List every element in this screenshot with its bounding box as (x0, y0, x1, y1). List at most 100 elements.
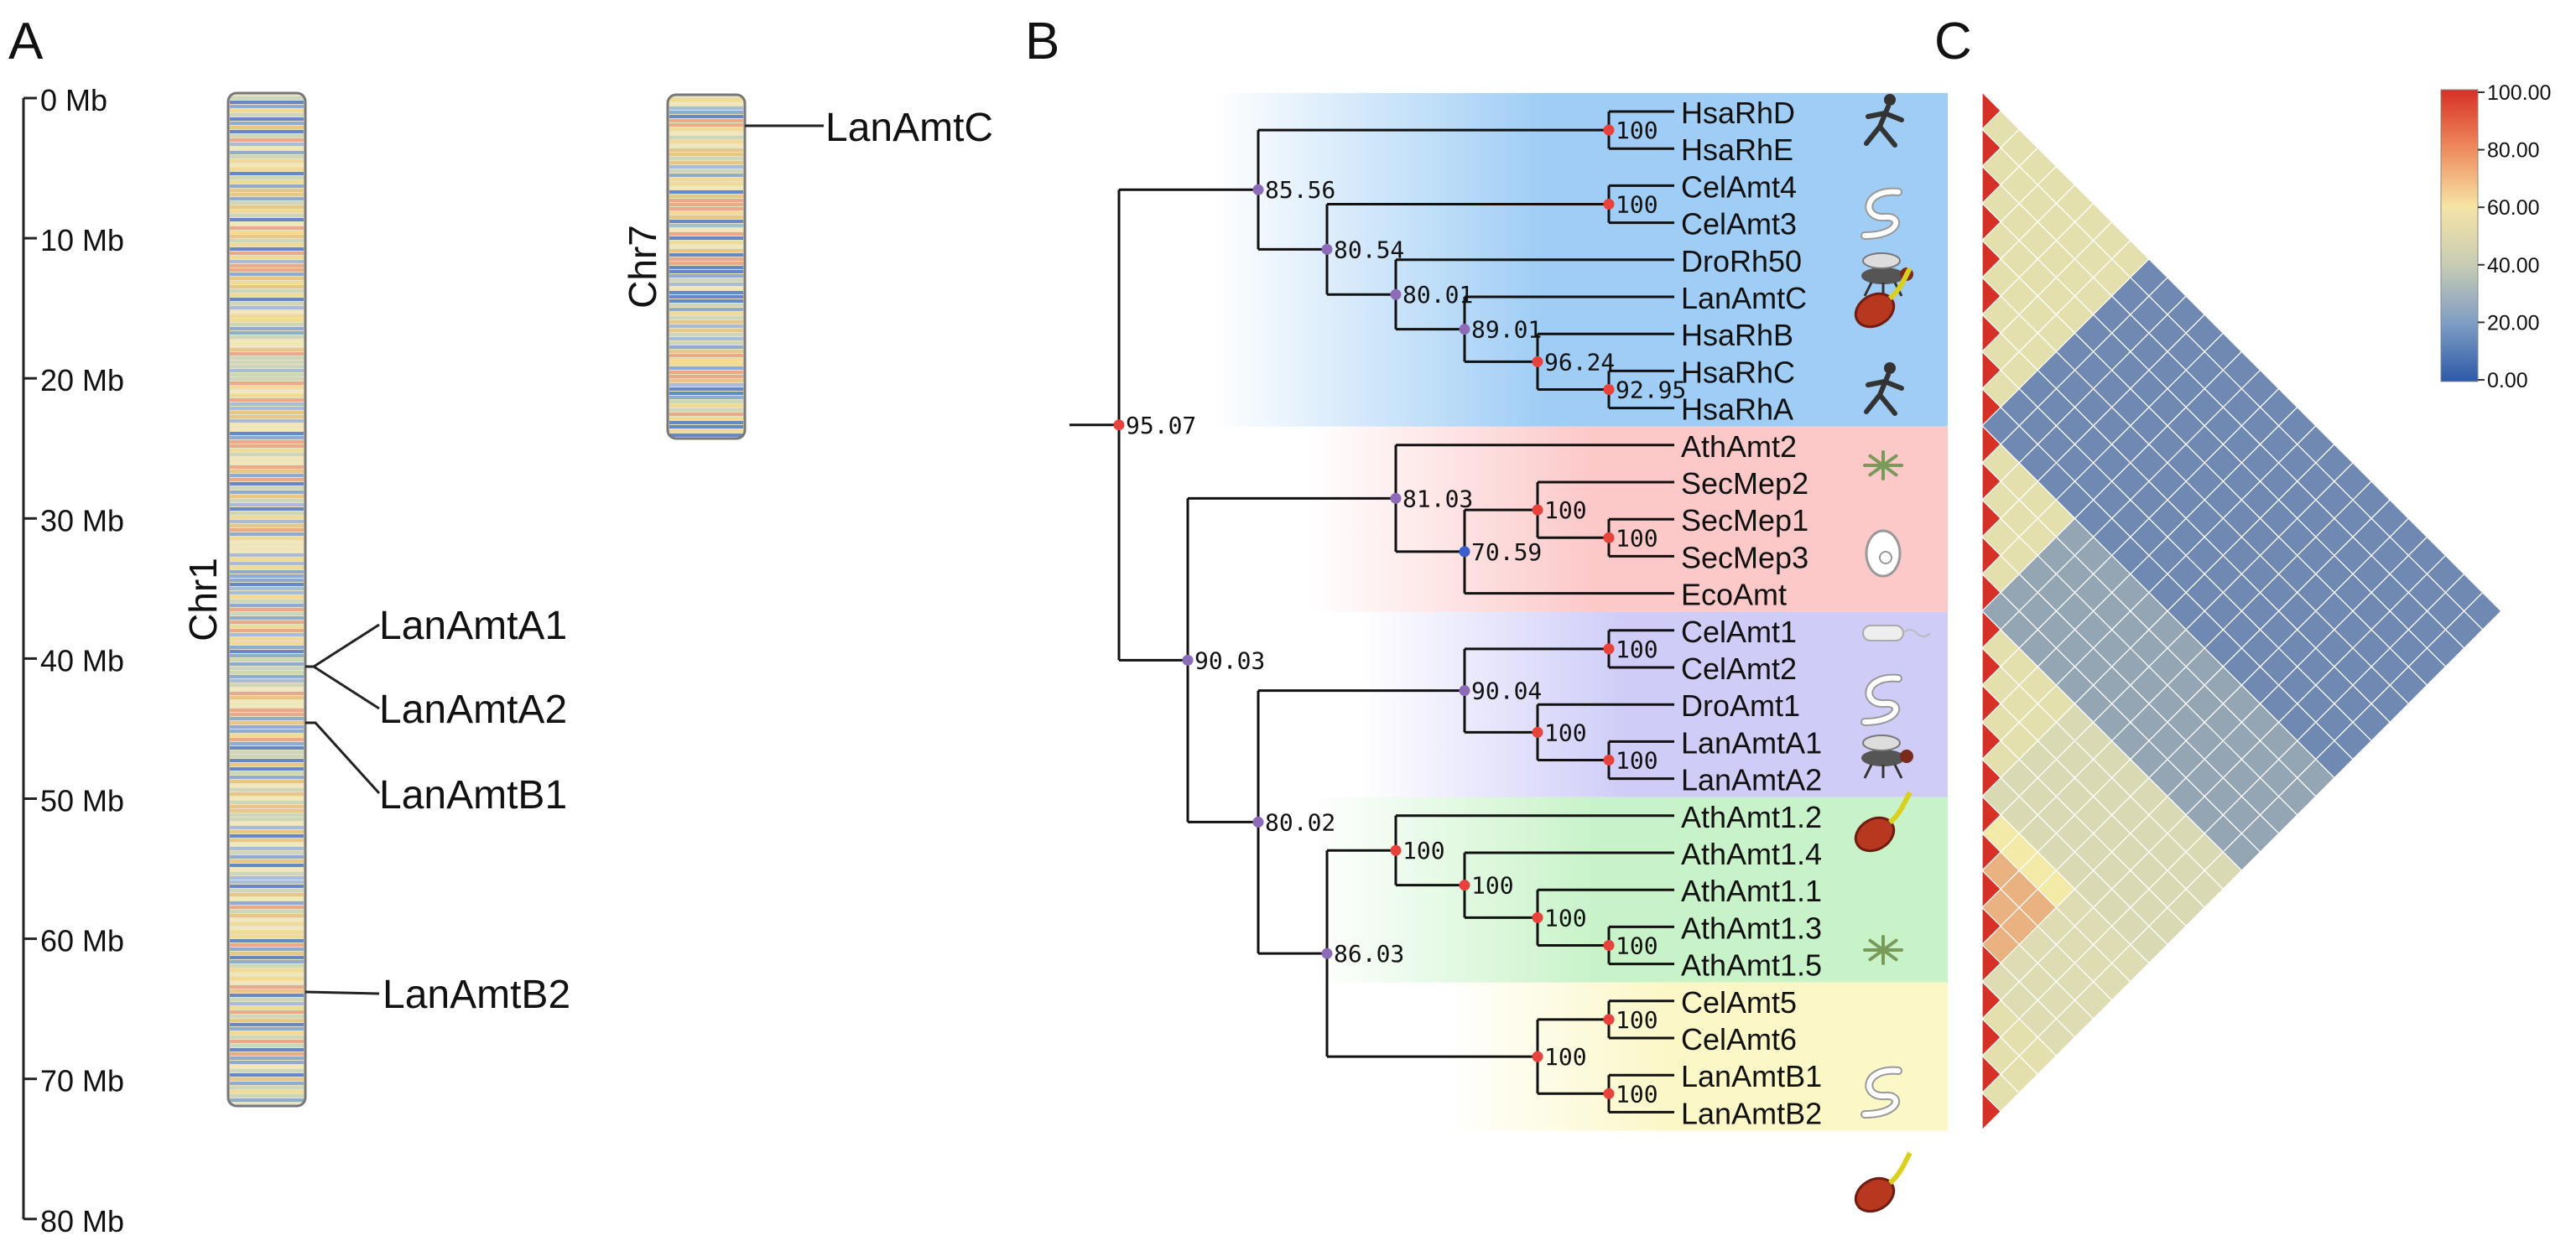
chromosome-band (230, 499, 304, 502)
chromosome-band (230, 214, 304, 217)
bootstrap-label: 89.01 (1471, 316, 1542, 344)
chromosome-band (669, 203, 743, 206)
chromosome-band (230, 612, 304, 615)
tree-node (1603, 1014, 1615, 1025)
chromosome-band (230, 822, 304, 825)
chromosome-band (230, 918, 304, 922)
chromosome-band (230, 478, 304, 481)
chromosome-band (230, 838, 304, 842)
chromosome-band (230, 256, 304, 259)
organism-icons (1854, 94, 1931, 1213)
chromosome-chr1: Chr1 (181, 91, 307, 1108)
chromosome-band (669, 144, 743, 148)
chromosome-band (230, 713, 304, 716)
chromosome-band (230, 457, 304, 460)
chromosome-band (230, 314, 304, 318)
chromosome-band (230, 1052, 304, 1056)
chromosome-band (230, 755, 304, 758)
chromosome-band (230, 826, 304, 829)
chromosome-band (230, 981, 304, 984)
chromosome-band (669, 266, 743, 269)
chromosome-band (669, 362, 743, 366)
bootstrap-label: 100 (1616, 1006, 1658, 1034)
chromosome-band (230, 348, 304, 351)
leaf-label: CelAmt4 (1681, 169, 1797, 204)
chromosome-band (230, 801, 304, 804)
tree-node (1603, 643, 1615, 655)
chromosome-band (230, 176, 304, 179)
human-icon (1864, 362, 1904, 416)
color-legend-bar (2440, 89, 2479, 382)
chromosome-band (669, 316, 743, 319)
chromosome-band (669, 434, 743, 437)
leaf-label: LanAmtA2 (1681, 763, 1822, 797)
chromosome-band (230, 252, 304, 255)
chr1-bands (228, 93, 305, 1106)
chromosome-band (230, 574, 304, 578)
chromosome-band (230, 864, 304, 867)
chromosome-band (230, 344, 304, 347)
chromosome-band (230, 700, 304, 703)
chromosome-band (669, 215, 743, 219)
chromosome-band (230, 134, 304, 138)
chromosome-band (230, 1015, 304, 1018)
chromosome-band (669, 333, 743, 336)
chromosome-band (230, 637, 304, 641)
legend-tick-label: 60.00 (2487, 196, 2540, 220)
chromosome-band (230, 545, 304, 548)
chromosome-band (669, 299, 743, 303)
chromosome-band (230, 750, 304, 754)
chromosome-band (230, 432, 304, 435)
chromosome-band (230, 780, 304, 783)
chromosome-band (230, 973, 304, 976)
chromosome-band (230, 906, 304, 909)
chromosome-band (669, 140, 743, 143)
bootstrap-label: 95.07 (1126, 412, 1196, 439)
chromosome-band (669, 102, 743, 106)
chromosome-band (230, 650, 304, 653)
chromosome-band (230, 168, 304, 171)
bootstrap-label: 100 (1616, 524, 1658, 552)
chromosome-band (669, 161, 743, 164)
chromosome-band (230, 277, 304, 280)
panel-label-b: B (1025, 13, 1059, 70)
axis-tick-label: 40 Mb (40, 643, 124, 678)
legend-tick-label: 20.00 (2487, 311, 2540, 335)
chromosome-band (669, 375, 743, 378)
chromosome-band (669, 232, 743, 236)
chromosome-band (230, 109, 304, 112)
tree-node (1603, 755, 1615, 766)
chromosome-band (230, 725, 304, 729)
chromosome-band (230, 352, 304, 356)
leaf-label: LanAmtC (1681, 281, 1807, 315)
bootstrap-label: 70.59 (1471, 538, 1542, 566)
chromosome-band (669, 245, 743, 248)
chromosome-band (669, 228, 743, 231)
bootstrap-label: 100 (1471, 872, 1514, 900)
chromosome-band (669, 337, 743, 340)
chromosome-band (230, 851, 304, 854)
chromosome-band (669, 106, 743, 110)
chromosome-band (230, 646, 304, 649)
chromosome-band (230, 1098, 304, 1102)
bootstrap-label: 100 (1616, 1080, 1658, 1108)
chromosome-band (230, 688, 304, 691)
bootstrap-label: 100 (1616, 636, 1658, 663)
chromosome-band (230, 193, 304, 196)
chromosome-band (669, 392, 743, 395)
leaf-label: AthAmt1.1 (1681, 874, 1822, 908)
chromosome-band (230, 901, 304, 905)
chromosome-band (669, 241, 743, 244)
chromosome-band (230, 1065, 304, 1068)
chromosome-band (230, 1036, 304, 1039)
tree-node (1532, 911, 1543, 923)
chromosome-band (230, 411, 304, 414)
chromosome-band (230, 516, 304, 519)
tree-node (1459, 324, 1470, 335)
bootstrap-label: 100 (1402, 837, 1445, 864)
chromosome-band (230, 289, 304, 293)
chromosome-band (230, 172, 304, 175)
chromosome-band (669, 262, 743, 265)
chromosome-band (230, 952, 304, 955)
